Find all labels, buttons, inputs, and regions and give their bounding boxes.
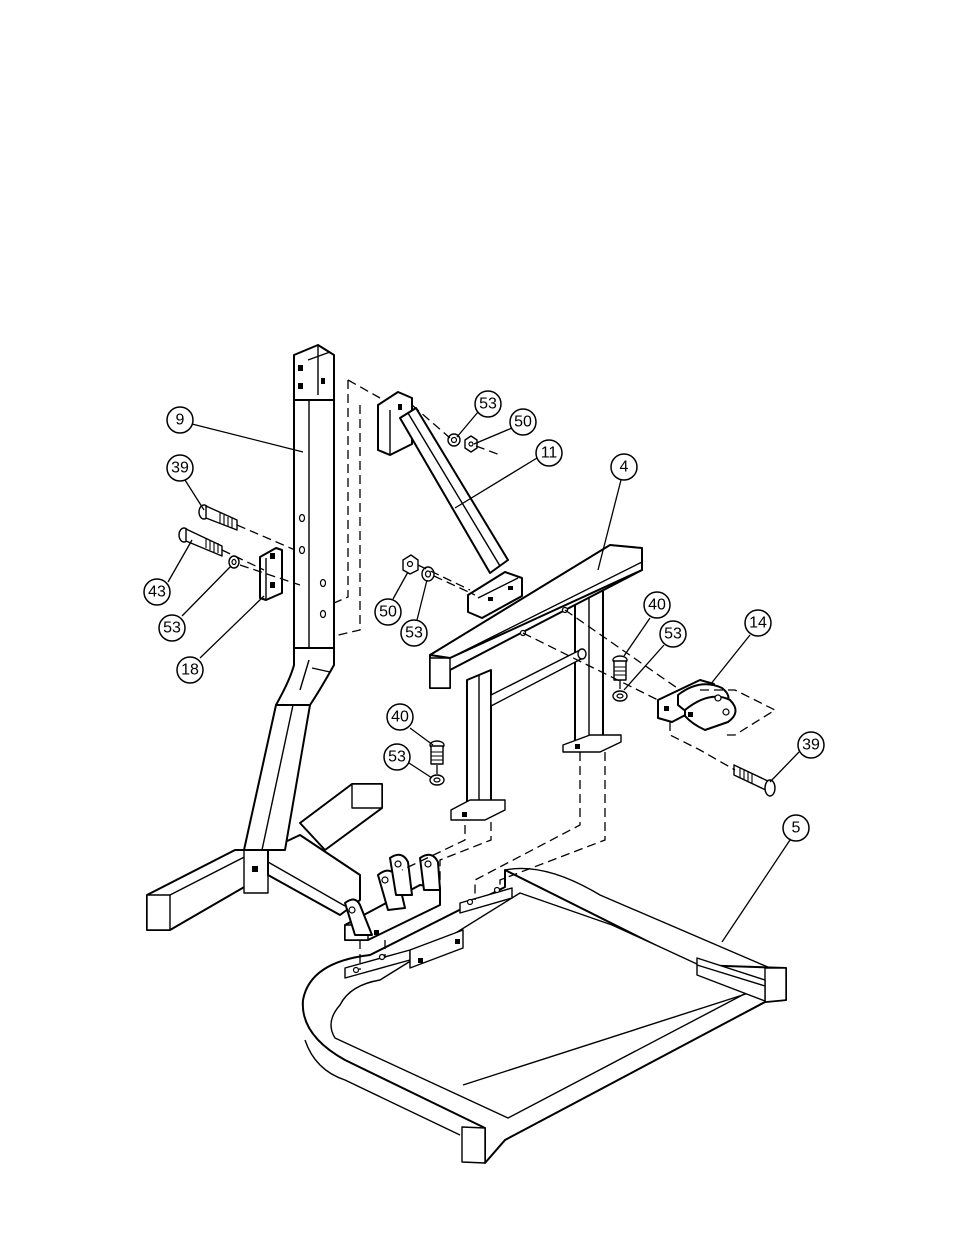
svg-text:18: 18 [181, 662, 199, 679]
callout-53: 53 [159, 615, 185, 641]
callout-50: 50 [510, 409, 536, 435]
callout-40: 40 [387, 704, 413, 730]
svg-text:50: 50 [514, 414, 532, 431]
callout-43: 43 [144, 579, 170, 605]
callout-5: 5 [783, 815, 809, 841]
callout-9: 9 [167, 407, 193, 433]
bolt-part-39-left [199, 505, 237, 530]
svg-text:5: 5 [792, 820, 801, 837]
callout-39: 39 [167, 455, 193, 481]
callout-53: 53 [660, 621, 686, 647]
svg-text:14: 14 [749, 615, 767, 632]
svg-text:39: 39 [171, 460, 189, 477]
svg-text:50: 50 [379, 604, 397, 621]
callout-53: 53 [475, 391, 501, 417]
callout-4: 4 [611, 454, 637, 480]
callout-14: 14 [745, 610, 771, 636]
nut-part-50-middle [403, 555, 418, 574]
svg-text:53: 53 [405, 625, 423, 642]
svg-text:43: 43 [148, 584, 166, 601]
plate-part-18 [260, 548, 282, 600]
svg-text:11: 11 [541, 445, 558, 462]
washer-part-53-lower [430, 775, 444, 785]
bolt-part-40-right [613, 656, 627, 680]
bolt-part-39-right [734, 765, 775, 796]
callout-40: 40 [644, 592, 670, 618]
callout-39: 39 [798, 732, 824, 758]
svg-text:40: 40 [391, 709, 409, 726]
callout-50: 50 [375, 599, 401, 625]
callout-11: 11 [536, 440, 562, 466]
callout-53: 53 [401, 620, 427, 646]
svg-text:9: 9 [176, 412, 185, 429]
washer-part-53-middle [422, 567, 434, 581]
svg-text:53: 53 [479, 396, 497, 413]
svg-text:40: 40 [648, 597, 666, 614]
svg-text:4: 4 [620, 459, 629, 476]
washer-part-53-right [613, 691, 627, 701]
svg-text:53: 53 [664, 626, 682, 643]
callout-53: 53 [384, 744, 410, 770]
svg-text:53: 53 [388, 749, 406, 766]
svg-text:53: 53 [163, 620, 181, 637]
svg-text:39: 39 [802, 737, 820, 754]
callout-18: 18 [177, 657, 203, 683]
